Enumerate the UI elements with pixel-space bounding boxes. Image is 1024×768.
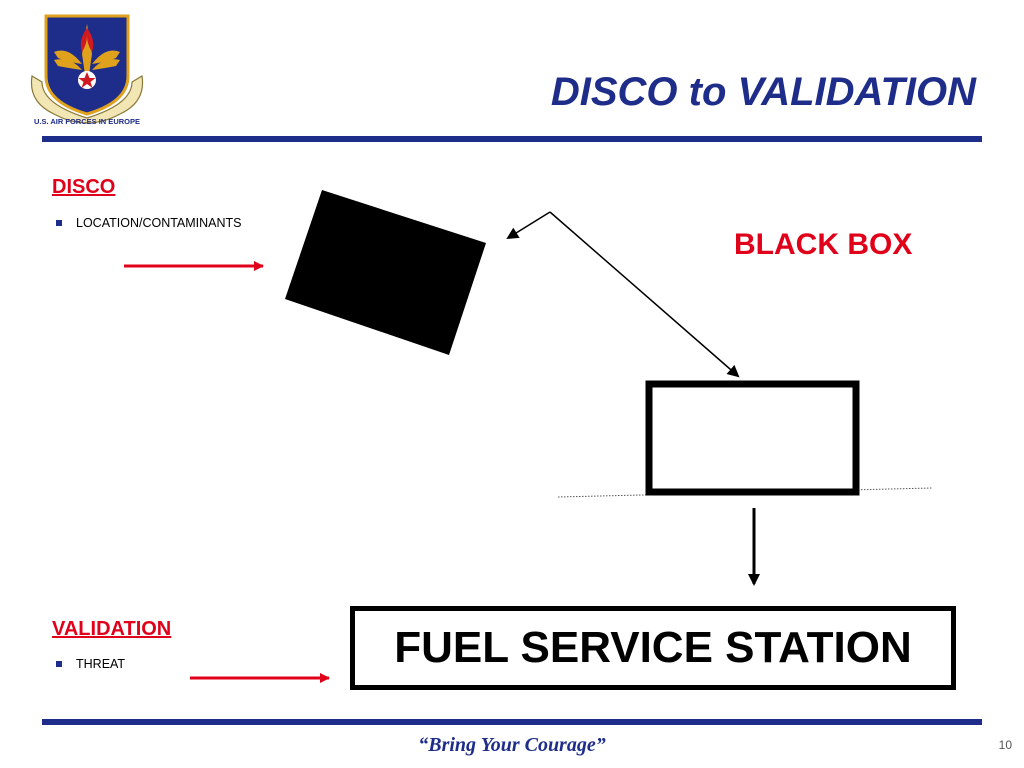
validation-heading: VALIDATION <box>52 618 172 640</box>
tilted-black-box <box>285 190 486 355</box>
fuel-station-label: FUEL SERVICE STATION <box>394 623 912 672</box>
validation-bullet: THREAT <box>56 657 125 671</box>
validation-bullet-text: THREAT <box>76 657 126 671</box>
arrow-to-open-box <box>549 211 740 378</box>
open-box <box>645 380 860 496</box>
usafe-logo: U.S. AIR FORCES IN EUROPE <box>30 14 144 126</box>
fuel-station-box: FUEL SERVICE STATION <box>350 606 956 690</box>
black-box-label: BLACK BOX <box>734 228 913 261</box>
bullet-square-icon <box>56 220 62 226</box>
disco-bullet-text: LOCATION/CONTAMINANTS <box>76 216 242 230</box>
slogan: “Bring Your Courage” <box>418 734 606 756</box>
top-divider <box>42 136 982 142</box>
slide-title: DISCO to VALIDATION <box>550 70 976 114</box>
logo-text: U.S. AIR FORCES IN EUROPE <box>34 117 140 126</box>
arrow-to-black-box <box>506 211 551 240</box>
disco-heading: DISCO <box>52 176 116 198</box>
bullet-square-icon <box>56 661 62 667</box>
bottom-divider <box>42 719 982 725</box>
disco-bullet: LOCATION/CONTAMINANTS <box>56 216 242 230</box>
page-number: 10 <box>998 738 1012 752</box>
